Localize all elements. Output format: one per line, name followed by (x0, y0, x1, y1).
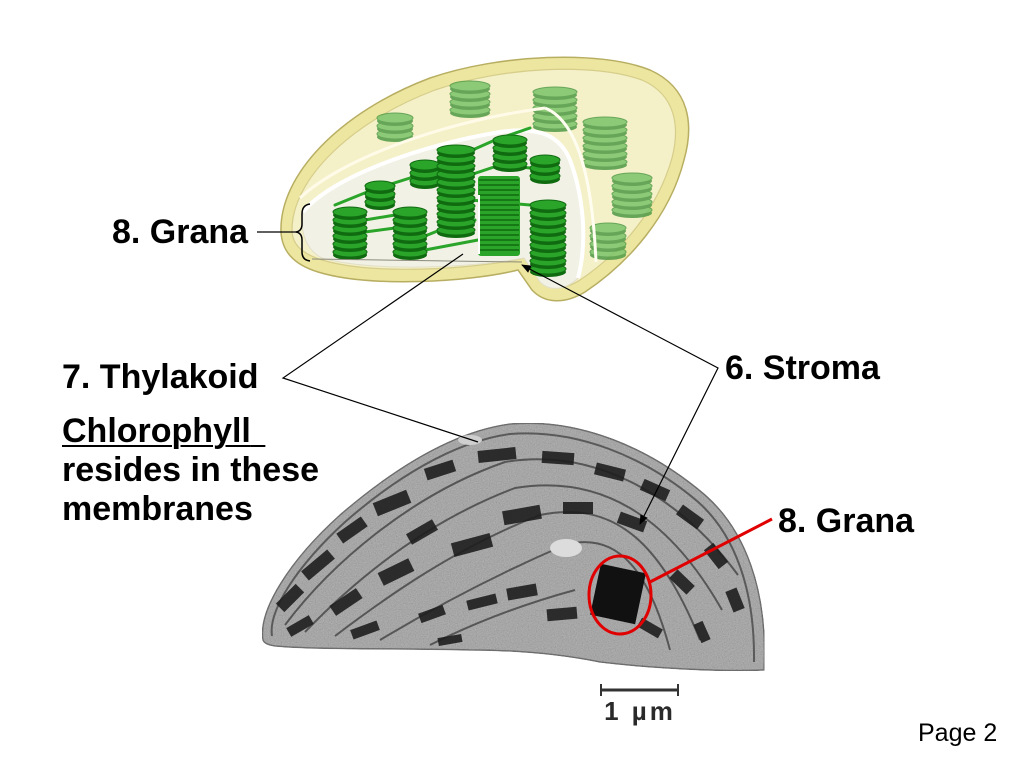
micrograph-granum (275, 583, 305, 613)
thylakoid-pointer (281, 253, 479, 443)
granum-front (332, 206, 368, 260)
granum-back (449, 80, 491, 118)
thylakoid-disc (376, 112, 414, 124)
micrograph-granum (466, 593, 498, 611)
granum-front (364, 180, 396, 210)
lamella (423, 238, 480, 252)
granum-front (492, 134, 528, 172)
label-pointers (257, 203, 719, 525)
cut-edge (301, 128, 586, 279)
micrograph-granum (437, 633, 463, 647)
micrograph-granum (477, 447, 517, 463)
thylakoid-disc (611, 172, 653, 184)
page-number: Page 2 (918, 719, 998, 747)
granum-back (589, 222, 627, 260)
micrograph-envelope-line (270, 432, 756, 663)
thylakoid-disc (532, 86, 578, 98)
micrograph-granum (693, 620, 711, 644)
micrograph-granum (350, 620, 380, 640)
micrograph-granum (546, 606, 578, 622)
thylakoid-disc (332, 206, 368, 218)
front-grana-group (332, 134, 567, 277)
micrograph-granum (450, 533, 494, 557)
thylakoid-disc (582, 116, 628, 128)
thylakoid-membrane (284, 458, 739, 626)
red-pointer-line (649, 517, 773, 584)
thylakoid-disc (409, 159, 441, 171)
thylakoid-disc (436, 144, 476, 156)
label-stroma: 6. Stroma (725, 349, 880, 387)
label-resides-line: resides in these (62, 451, 320, 489)
label-grana-right: 8. Grana (778, 502, 915, 540)
micrograph-granum (675, 504, 705, 530)
micrograph-granum (301, 549, 335, 581)
micrograph-granum (563, 502, 593, 514)
thylakoid-disc (364, 180, 396, 192)
chloroplast-3d-illustration (280, 56, 690, 302)
thylakoid-disc (492, 134, 528, 146)
granum-front (529, 199, 567, 277)
micrograph-granum (377, 558, 415, 586)
back-grana-group (376, 80, 653, 260)
thylakoid-disc (589, 222, 627, 234)
cut-plane-bottom (311, 258, 523, 263)
circled-granum (590, 563, 646, 625)
micrograph-granum (506, 583, 538, 601)
micrograph-granum (669, 569, 695, 595)
stroma-pointer (521, 264, 719, 525)
micrograph-granum (423, 459, 457, 481)
label-grana-top: 8. Grana (112, 213, 249, 251)
micrograph-granum (541, 450, 575, 466)
cut-granum-stack (478, 176, 520, 256)
cut-edge-right (544, 106, 598, 263)
granum-back (582, 116, 628, 170)
thylakoid-disc (392, 206, 428, 218)
cut-granum-body (478, 176, 520, 256)
lamella (363, 226, 397, 234)
label-membranes-line: membranes (62, 490, 253, 528)
granum-highlight (587, 517, 773, 636)
micrograph-granum (418, 604, 446, 624)
micrograph-granum (286, 615, 314, 637)
granum-front (409, 159, 441, 189)
red-highlight-circle (587, 554, 653, 636)
thylakoid-disc (529, 154, 561, 166)
starch-grain (550, 539, 582, 557)
thylakoid-disc (449, 80, 491, 92)
granum-back (376, 112, 414, 142)
granum-front (392, 206, 428, 260)
micrograph-granum (336, 516, 368, 544)
scale-bar-label: 1 µm (604, 696, 676, 726)
granum-back (611, 172, 653, 218)
label-chlorophyll: Chlorophyll (62, 412, 251, 450)
micrograph-granum (372, 489, 412, 517)
micrograph-granum (329, 588, 363, 616)
granum-front (529, 154, 561, 184)
inner-membrane-edge (298, 106, 546, 200)
micrograph-granum (725, 587, 745, 613)
granum-front (436, 144, 476, 238)
grana-brace (295, 203, 311, 262)
thylakoid-membrane (304, 484, 723, 633)
chloroplast-micrograph (261, 422, 766, 672)
scale-bar (600, 684, 679, 696)
micrograph-granum (406, 519, 438, 545)
label-thylakoid: 7. Thylakoid (62, 358, 259, 396)
lamella (363, 213, 397, 222)
thylakoid-disc (529, 199, 567, 211)
